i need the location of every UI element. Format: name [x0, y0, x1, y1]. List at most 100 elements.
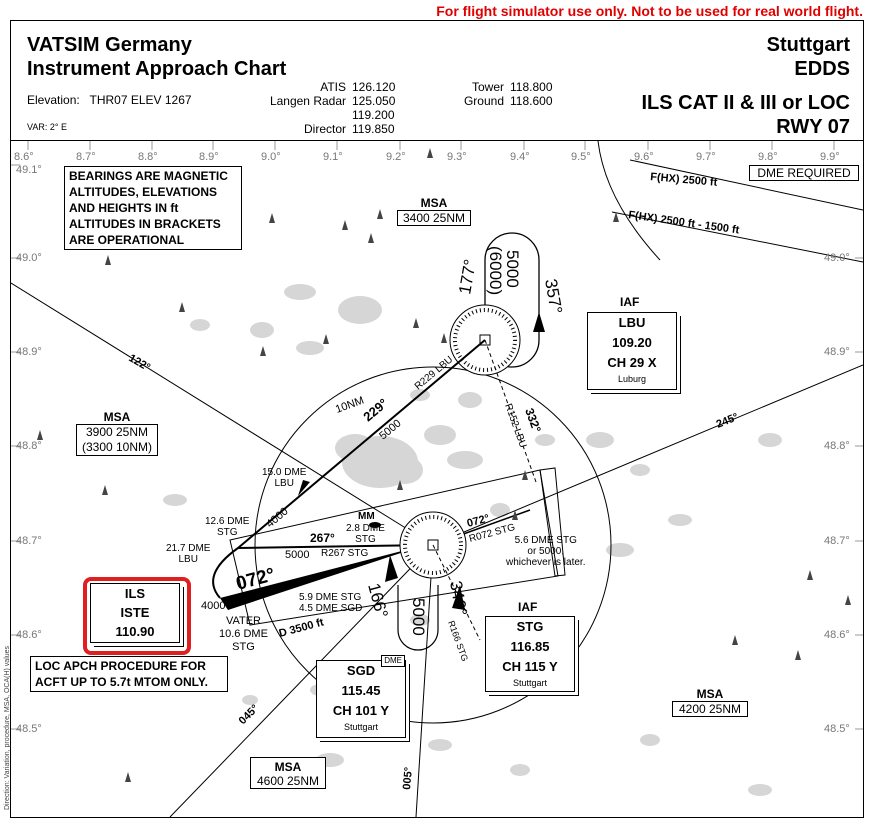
msa-box-south: MSA 4600 25NM: [250, 757, 326, 789]
navaid-frequency: 116.85: [510, 639, 550, 654]
msa-value: 3900 25NM: [85, 425, 149, 439]
missed-area: [539, 467, 566, 577]
hold-sgd: [397, 585, 439, 651]
hold-altitude: 5000: [503, 250, 522, 288]
chart-frame: [10, 20, 864, 818]
navaid-name: Luburg: [617, 374, 647, 384]
radial-166: [432, 544, 481, 641]
procedure-turn: [212, 547, 239, 599]
course-245-label: 245°: [715, 411, 741, 431]
dme-ring-10nm: [254, 366, 612, 724]
navaid-channel: CH 115 Y: [502, 659, 558, 674]
fhx-lines: [597, 141, 863, 263]
altitude-4000-label: 4000: [264, 505, 290, 530]
course-332-label: 332°: [522, 406, 544, 434]
dme-tag: DME: [381, 655, 405, 667]
navaid-frequency: 115.45: [341, 683, 381, 698]
label-line: or 5000,: [527, 546, 565, 557]
side-direction-note: Direction: Variation, procedure, MSA, OC…: [4, 645, 11, 810]
fix-59dme-label: 5.9 DME STG: [299, 592, 362, 603]
navaid-box-iste: ILS ISTE 110.90: [90, 583, 180, 643]
freq-left-names: ATIS Langen Radar Director: [240, 80, 346, 136]
hold-arrow: [533, 312, 545, 332]
lon-label: 9.4°: [510, 151, 530, 163]
radial-229-label: R229 LBU: [413, 354, 455, 392]
lon-label: 9.5°: [571, 151, 591, 163]
freq-name: ATIS: [320, 80, 346, 94]
msa-value-inner: (3300 10NM): [81, 440, 153, 454]
fix-126dme-label: 12.6 DME STG: [205, 516, 249, 538]
radial-267-label: R267 STG: [321, 548, 369, 559]
course-166-label: 166°: [364, 581, 391, 620]
freq-right-values: 118.800 118.600: [510, 80, 553, 108]
msa-title: MSA: [274, 760, 302, 774]
lat-label: 49.1°: [16, 164, 42, 176]
navaid-frequency: 110.90: [115, 624, 155, 639]
fix-45dme-label: 4.5 DME SGD: [299, 603, 363, 614]
final-approach-course: [220, 545, 425, 610]
freq-value: 118.800: [510, 80, 553, 94]
freq-name: Tower: [471, 80, 504, 94]
note-line: ACFT UP TO 5.7t MTOM ONLY.: [35, 675, 208, 689]
label-line: whichever is later.: [506, 557, 586, 568]
label-line: 2.8 DME: [346, 523, 385, 534]
msa-value: 3400 25NM: [397, 210, 471, 226]
elevation-text: Elevation: THR07 ELEV 1267: [27, 93, 192, 107]
note-line: ARE OPERATIONAL: [69, 233, 185, 247]
lat-label: 48.5°: [824, 723, 850, 735]
iaf-label-lbu: IAF: [620, 295, 640, 309]
graticule-ticks: [11, 141, 863, 730]
freq-left-values: 126.120 125.050 119.200 119.850: [352, 80, 395, 136]
navaid-box-sgd: DME SGD 115.45 CH 101 Y Stuttgart: [316, 655, 406, 738]
label-line: 5.6 DME STG: [514, 535, 577, 546]
msa-sector-lines: [11, 282, 863, 817]
msa-box-north: MSA 3400 25NM: [397, 196, 471, 226]
lat-label: 48.5°: [16, 723, 42, 735]
note-line: LOC APCH PROCEDURE FOR: [35, 659, 206, 673]
lon-label: 9.9°: [820, 151, 840, 163]
altitude-5000-hold-label: 5000: [409, 598, 428, 636]
label-line: LBU: [274, 478, 294, 489]
course-072-label: 072°: [466, 512, 491, 529]
label-line: STG: [216, 527, 238, 538]
navaid-box-stg: STG 116.85 CH 115 Y Stuttgart: [485, 616, 575, 692]
header-divider: [11, 140, 863, 141]
procedure-name: ILS CAT II & III or LOC: [641, 92, 850, 114]
chart-identifier: Stuttgart EDDS ILS CAT II & III or LOC R…: [641, 33, 850, 139]
lat-label: 49.0°: [16, 252, 42, 264]
lat-label: 48.7°: [824, 535, 850, 547]
freq-value: 119.200: [352, 108, 395, 122]
simulator-warning: For flight simulator use only. Not to be…: [436, 3, 863, 19]
navaid-type: ILS: [124, 586, 146, 601]
middle-marker: [369, 522, 381, 528]
label-line: LBU: [178, 554, 198, 565]
course-005-label: 005°: [401, 767, 415, 791]
lat-label: 49.0°: [824, 252, 850, 264]
msa-box-west: MSA 3900 25NM (3300 10NM): [76, 410, 158, 456]
msa-box-southeast: MSA 4200 25NM: [672, 687, 748, 717]
variation-text: VAR: 2° E: [27, 122, 67, 132]
course-229-label: 229°: [360, 396, 390, 425]
runway: RWY 07: [776, 116, 850, 138]
icao: EDDS: [794, 58, 850, 80]
freq-value: 119.850: [352, 122, 395, 136]
altitude-4000-final-label: 4000: [201, 600, 226, 612]
lon-label: 9.6°: [634, 151, 654, 163]
title-line-1: VATSIM Germany: [27, 34, 192, 56]
hold-outbound-course: 357°: [541, 277, 566, 315]
course-122-label: 122°: [127, 352, 153, 374]
fix-15dme-label: 15.0 DME LBU: [262, 467, 306, 489]
navaid-ident: ISTE: [120, 605, 150, 620]
lat-label: 48.9°: [824, 346, 850, 358]
msa-value: 4600 25NM: [256, 774, 320, 788]
navaid-frequency: 109.20: [612, 335, 652, 350]
note-line: ALTITUDES IN BRACKETS: [69, 217, 221, 231]
navaid-ident: LBU: [618, 315, 646, 330]
msa-title: MSA: [696, 687, 724, 701]
lon-label: 8.7°: [76, 151, 96, 163]
middle-marker-label: MM: [358, 511, 375, 522]
bearings-note: BEARINGS ARE MAGNETIC ALTITUDES, ELEVATI…: [64, 166, 242, 250]
lat-label: 48.9°: [16, 346, 42, 358]
lon-label: 8.6°: [14, 151, 34, 163]
